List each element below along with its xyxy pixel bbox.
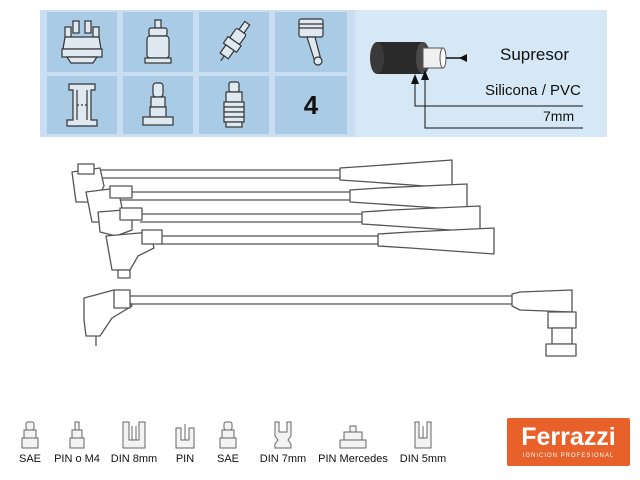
brand-tagline: IGNICION PROFESIONAL — [522, 453, 615, 459]
insulation-label: Silicona / PVC — [485, 82, 581, 99]
distributor-cap-icon — [61, 20, 103, 64]
terminal-type-label: DIN 7mm — [259, 453, 307, 465]
plug-terminal-cell — [199, 76, 269, 134]
distributor-cap-cell — [47, 12, 117, 72]
sae-terminal-icon — [219, 421, 237, 449]
pin-mercedes-terminal-icon — [339, 425, 367, 449]
distributor-terminal-icon — [66, 83, 98, 127]
coil-terminal-cell — [123, 76, 193, 134]
terminal-type-sae: SAE — [15, 420, 45, 465]
piston-icon — [298, 18, 324, 66]
terminal-type-din-8mm: DIN 8mm — [110, 420, 158, 465]
ignition-coil-cell — [123, 12, 193, 72]
terminal-type-label: SAE — [216, 453, 239, 465]
cable-set-diagram — [71, 159, 577, 357]
coil-wire — [83, 289, 577, 357]
diameter-label: 7mm — [543, 108, 575, 124]
din-8mm-terminal-icon — [122, 421, 146, 449]
spark-plug-icon — [219, 20, 251, 62]
piston-cell — [275, 12, 347, 72]
terminal-type-din-7mm: DIN 7mm — [257, 420, 309, 465]
ignition-wire-2 — [85, 183, 468, 223]
brand-name: Ferrazzi — [521, 423, 616, 451]
terminal-type-sae-2: SAE — [213, 420, 243, 465]
terminal-type-label: PIN Mercedes — [318, 453, 388, 465]
pin-terminal-icon — [175, 424, 195, 449]
cable-legend: Supresor Silicona / PVC 7mm — [355, 10, 607, 137]
terminal-type-pin-m4: PIN o M4 — [52, 420, 102, 465]
terminal-type-label: DIN 8mm — [110, 453, 158, 465]
pin-m4-terminal-icon — [69, 421, 85, 449]
terminal-type-label: SAE — [18, 453, 41, 465]
terminal-type-pin-mercedes: PIN Mercedes — [316, 420, 390, 465]
ignition-wire-4 — [105, 227, 495, 279]
sae-terminal-icon — [21, 421, 39, 449]
terminal-type-label: DIN 5mm — [399, 453, 447, 465]
terminal-type-pin: PIN — [170, 420, 200, 465]
terminal-type-label: PIN o M4 — [54, 453, 100, 465]
cylinder-count: 4 — [303, 89, 319, 120]
suppressor-label: Supresor — [500, 45, 569, 64]
ignition-wire-3 — [97, 205, 481, 237]
coil-terminal-icon — [142, 82, 174, 126]
ferrazzi-logo: Ferrazzi IGNICION PROFESIONAL — [507, 418, 630, 466]
spark-plug-cell — [199, 12, 269, 72]
plug-terminal-icon — [223, 81, 245, 128]
cylinder-count-cell: 4 — [275, 76, 347, 134]
terminal-type-din-5mm: DIN 5mm — [397, 420, 449, 465]
terminal-type-label: PIN — [175, 453, 195, 465]
din-5mm-terminal-icon — [414, 421, 432, 449]
cable-section-icon — [370, 42, 583, 129]
ignition-coil-icon — [144, 19, 172, 64]
din-7mm-terminal-icon — [274, 421, 292, 449]
distributor-terminal-cell — [47, 76, 117, 134]
